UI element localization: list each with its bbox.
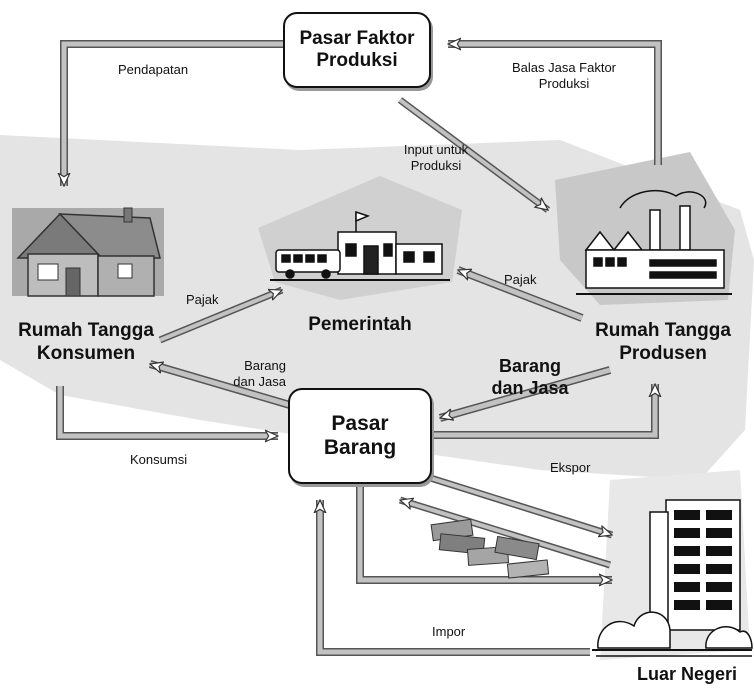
label-pendapatan: Pendapatan bbox=[118, 62, 188, 78]
barang-jasa-p-line2: dan Jasa bbox=[491, 377, 569, 398]
pemerintah-label: Pemerintah bbox=[300, 314, 420, 337]
arrow-pendapatan bbox=[64, 40, 283, 186]
pasar-barang-line2: Barang bbox=[323, 436, 397, 459]
factory-icon bbox=[576, 189, 732, 295]
money-stack-icon bbox=[430, 518, 550, 579]
barang-jasa-k-line2: dan Jasa bbox=[233, 373, 286, 389]
pasar-faktor-produksi-box: Pasar Faktor Produksi bbox=[283, 12, 431, 88]
barang-jasa-k-line1: Barang bbox=[244, 358, 286, 373]
input-line1: Input untuk bbox=[403, 142, 469, 157]
pendapatan-text: Pendapatan bbox=[118, 62, 189, 77]
rt-konsumen-line1: Rumah Tangga bbox=[18, 320, 154, 341]
pemerintah-text: Pemerintah bbox=[308, 314, 412, 335]
pasar-faktor-line1: Pasar Faktor bbox=[299, 28, 415, 50]
luar-negeri-label: Luar Negeri bbox=[624, 664, 750, 686]
pasar-barang-line1: Pasar bbox=[331, 411, 389, 435]
pasar-faktor-line2: Produksi bbox=[316, 50, 398, 71]
barang-jasa-p-line1: Barang bbox=[498, 356, 561, 376]
arrow-balas-jasa bbox=[448, 44, 662, 165]
skyscraper-icon bbox=[592, 499, 753, 657]
arrow-pajak-produsen bbox=[456, 266, 584, 322]
arrow-luar-negeri-to-pasar bbox=[400, 496, 612, 569]
label-barang-jasa-konsumen: Barang dan Jasa bbox=[226, 358, 286, 389]
rt-produsen-line2: Produsen bbox=[619, 342, 707, 364]
government-building-icon bbox=[270, 210, 450, 281]
label-ekspor: Ekspor bbox=[550, 460, 590, 476]
arrow-input-produksi bbox=[397, 97, 551, 213]
rumah-tangga-konsumen-label: Rumah Tangga Konsumen bbox=[4, 320, 168, 366]
pajak-konsumen-text: Pajak bbox=[186, 292, 219, 307]
label-impor: Impor bbox=[432, 624, 465, 640]
impor-text: Impor bbox=[432, 624, 466, 639]
arrow-barang-jasa-produsen bbox=[440, 366, 612, 422]
arrow-konsumsi bbox=[56, 386, 278, 436]
label-balas-jasa: Balas Jasa Faktor Produksi bbox=[494, 60, 634, 91]
ekspor-text: Ekspor bbox=[550, 460, 591, 475]
label-pajak-konsumen: Pajak bbox=[186, 292, 219, 308]
arrow-pembayaran-ekspor bbox=[356, 480, 612, 580]
label-konsumsi: Konsumsi bbox=[130, 452, 187, 468]
house-icon bbox=[12, 207, 164, 297]
balas-jasa-line1: Balas Jasa Faktor bbox=[511, 60, 617, 75]
konsumsi-text: Konsumsi bbox=[130, 452, 188, 467]
label-input-produksi: Input untuk Produksi bbox=[390, 142, 482, 173]
pajak-produsen-text: Pajak bbox=[504, 272, 537, 287]
arrow-ekspor bbox=[403, 466, 612, 539]
label-barang-jasa-produsen: Barang dan Jasa bbox=[486, 356, 574, 399]
pasar-barang-box: Pasar Barang bbox=[288, 388, 432, 484]
arrow-impor bbox=[320, 500, 590, 656]
luar-negeri-text: Luar Negeri bbox=[636, 664, 738, 684]
rumah-tangga-produsen-label: Rumah Tangga Produsen bbox=[578, 320, 748, 366]
rt-produsen-line1: Rumah Tangga bbox=[595, 320, 731, 341]
arrow-barang-jasa-konsumen bbox=[150, 360, 302, 412]
arrow-pajak-konsumen bbox=[158, 286, 284, 344]
rt-konsumen-line2: Konsumen bbox=[36, 342, 136, 364]
input-line2: Produksi bbox=[410, 157, 462, 173]
balas-jasa-line2: Produksi bbox=[538, 75, 590, 91]
label-pajak-produsen: Pajak bbox=[504, 272, 537, 288]
arrow-barang-to-produsen bbox=[434, 384, 655, 439]
